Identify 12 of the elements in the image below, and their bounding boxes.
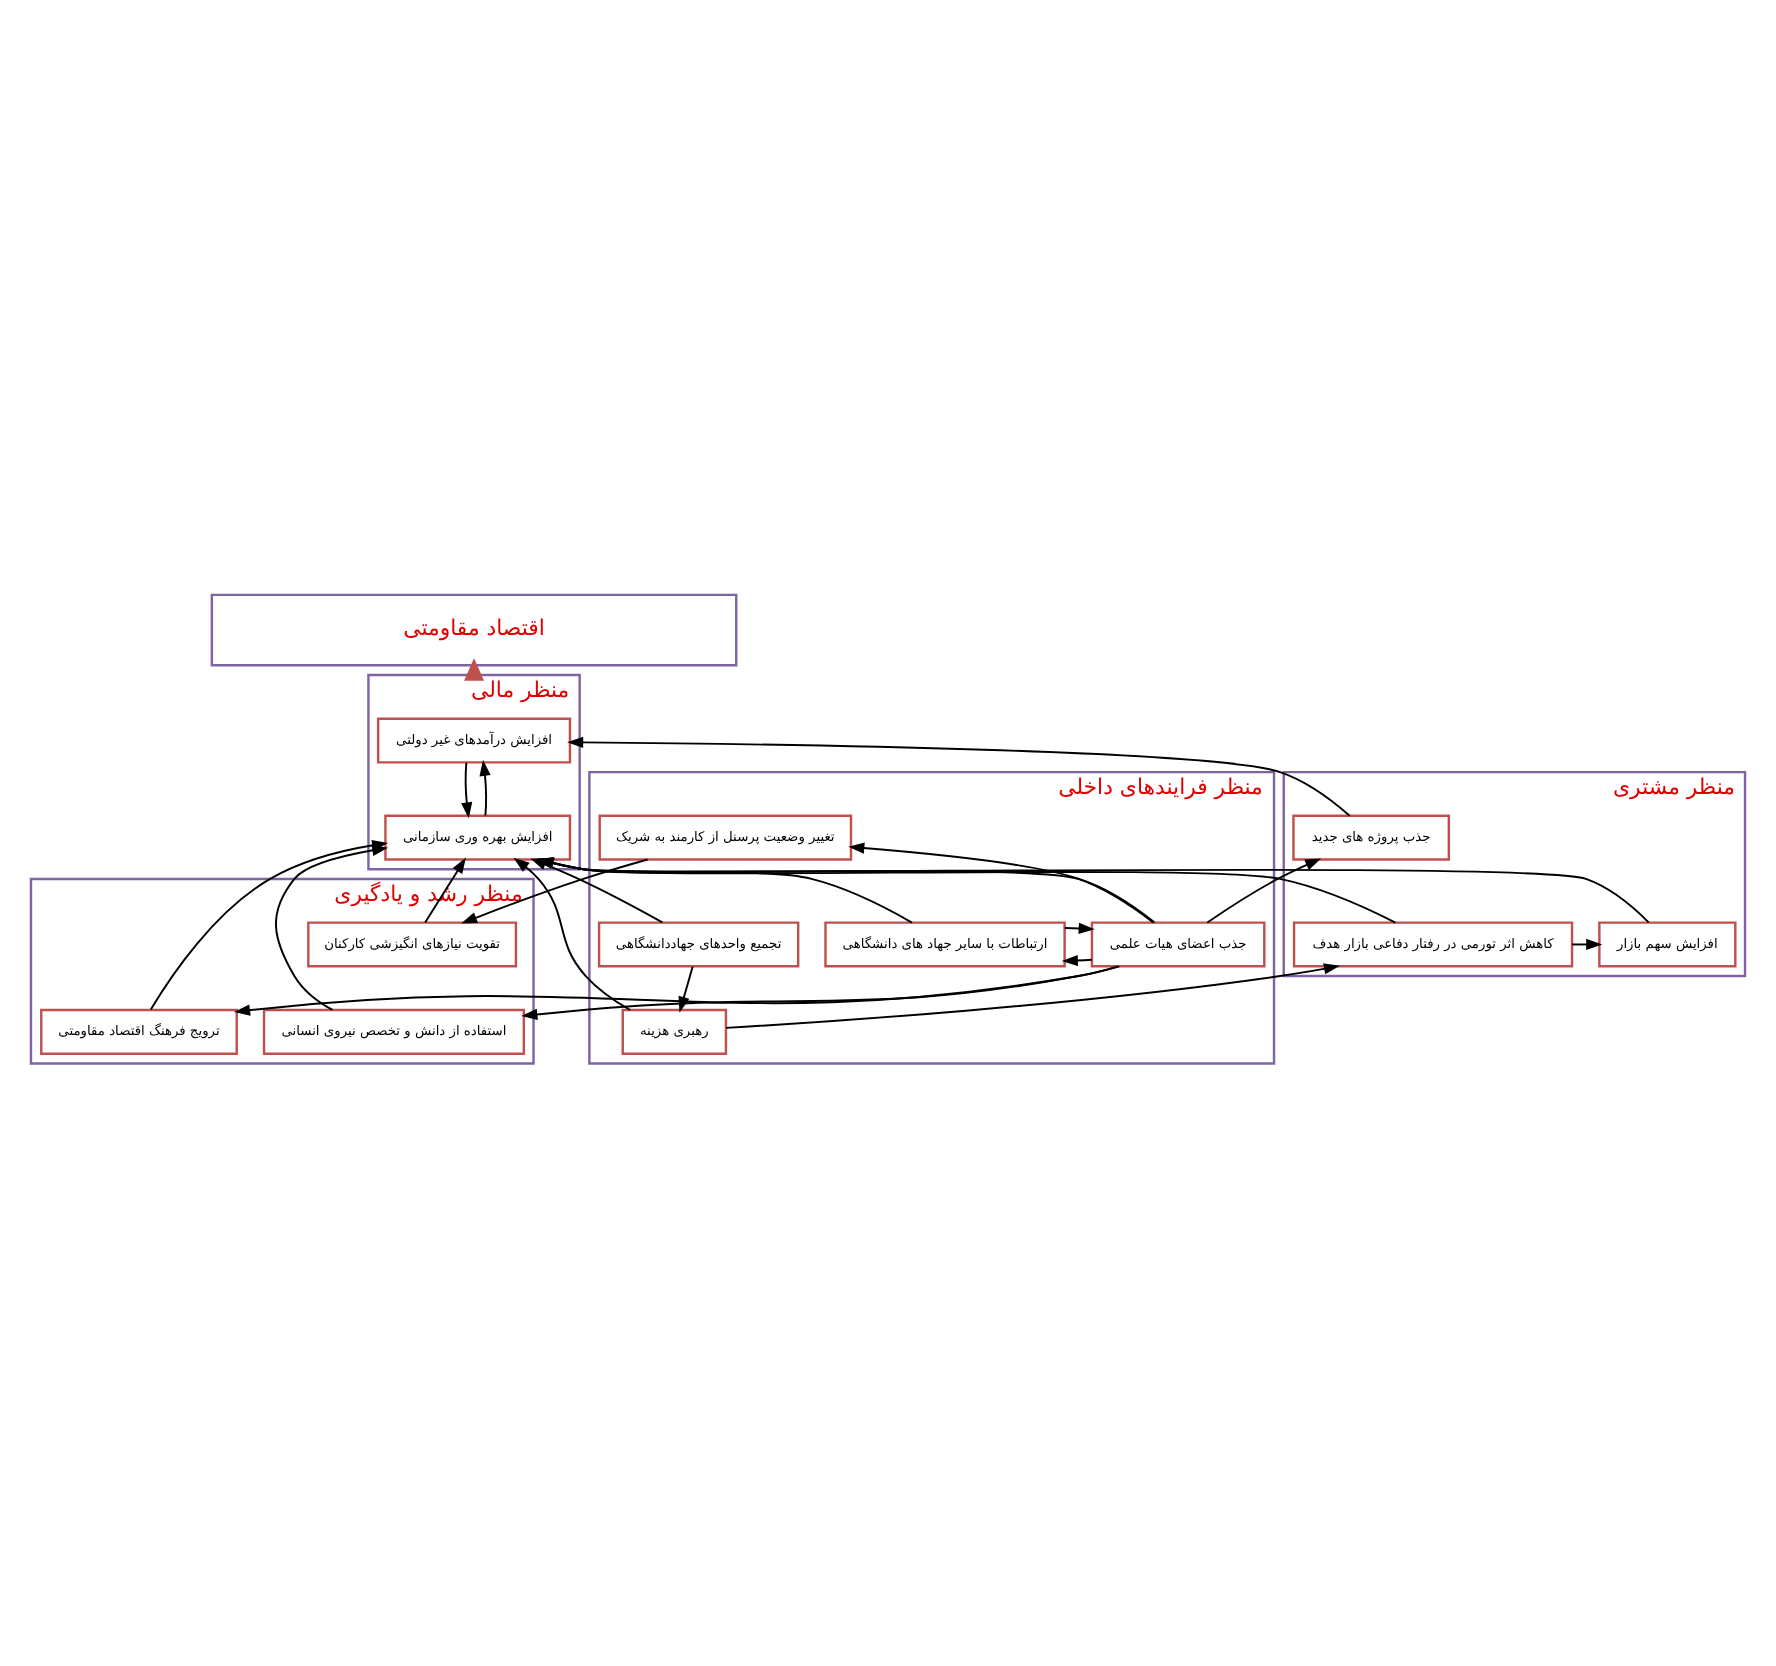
arrow xyxy=(848,841,1155,923)
arrow xyxy=(521,964,1120,1019)
arrow xyxy=(464,656,484,680)
arrow xyxy=(1063,921,1095,934)
arrow xyxy=(725,962,1340,1028)
arrow xyxy=(461,760,473,818)
arrow xyxy=(1206,857,1322,923)
arrow xyxy=(567,735,1351,816)
arrow xyxy=(479,758,491,816)
arrow xyxy=(1571,937,1603,950)
arrow xyxy=(1061,953,1093,966)
node-box: اقتصاد مقاومتی xyxy=(210,592,738,666)
